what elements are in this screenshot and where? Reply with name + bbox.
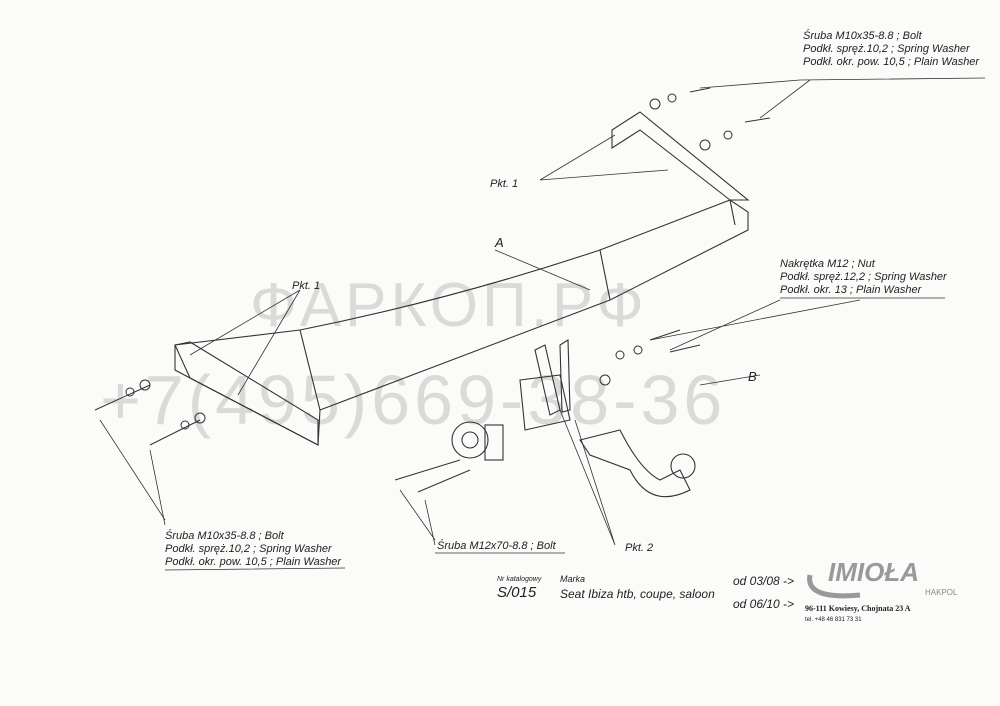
crossbeam [174,199,749,446]
label-line: Podkł. spręż.12,2 ; Spring Washer [780,271,947,283]
right-bracket [611,111,750,201]
label-line: Nakrętka M12 ; Nut [780,258,875,270]
label-middle-right: Nakrętka M12 ; Nut Podkł. spręż.12,2 ; S… [780,258,947,297]
label-point-a: A [495,235,504,250]
make-value: Seat Ibiza htb, coupe, saloon [560,587,715,601]
logo-swoosh [807,574,861,599]
ball-neck [579,429,691,498]
watermark-phone: +7(495)669-38-36 [100,361,727,439]
label-pkt1-top: Pkt. 1 [490,178,519,190]
make-label: Marka [560,574,586,584]
watermark-site: ФАРКОП.РФ [250,271,648,340]
from-date-1: od 03/08 -> [733,574,795,588]
phone: tel. +48 46 831 73 31 [805,617,862,623]
label-bottom-mid: Śruba M12x70-8.8 ; Bolt [437,540,556,552]
label-pkt2: Pkt. 2 [625,542,654,554]
label-top-right: Śruba M10x35-8.8 ; Bolt Podkł. spręż.10,… [803,30,979,69]
imiola-logo: IMIOŁA [828,557,919,587]
label-line: Śruba M10x35-8.8 ; Bolt [165,530,284,542]
label-line: Podkł. spręż.10,2 ; Spring Washer [803,43,970,55]
label-line: Podkł. spręż.10,2 ; Spring Washer [165,543,332,555]
label-bottom-left: Śruba M10x35-8.8 ; Bolt Podkł. spręż.10,… [165,530,341,569]
left-bracket [174,341,319,446]
logo-sub: HAKPOL [925,588,958,597]
label-line: Podkł. okr. pow. 10,5 ; Plain Washer [803,56,980,68]
label-pkt1-left: Pkt. 1 [292,280,321,292]
catalog-number: S/015 [497,584,537,601]
address: 96-111 Kowiesy, Chojnata 23 A [805,604,911,613]
from-date-2: od 06/10 -> [733,597,795,611]
label-line: Podkł. okr. 13 ; Plain Washer [780,284,922,296]
label-line: Podkł. okr. pow. 10,5 ; Plain Washer [165,556,342,568]
label-line: Śruba M10x35-8.8 ; Bolt [803,30,922,42]
label-point-b: B [748,369,757,384]
catalog-label: Nr katalogowy [497,576,542,583]
tow-ball [670,453,696,479]
